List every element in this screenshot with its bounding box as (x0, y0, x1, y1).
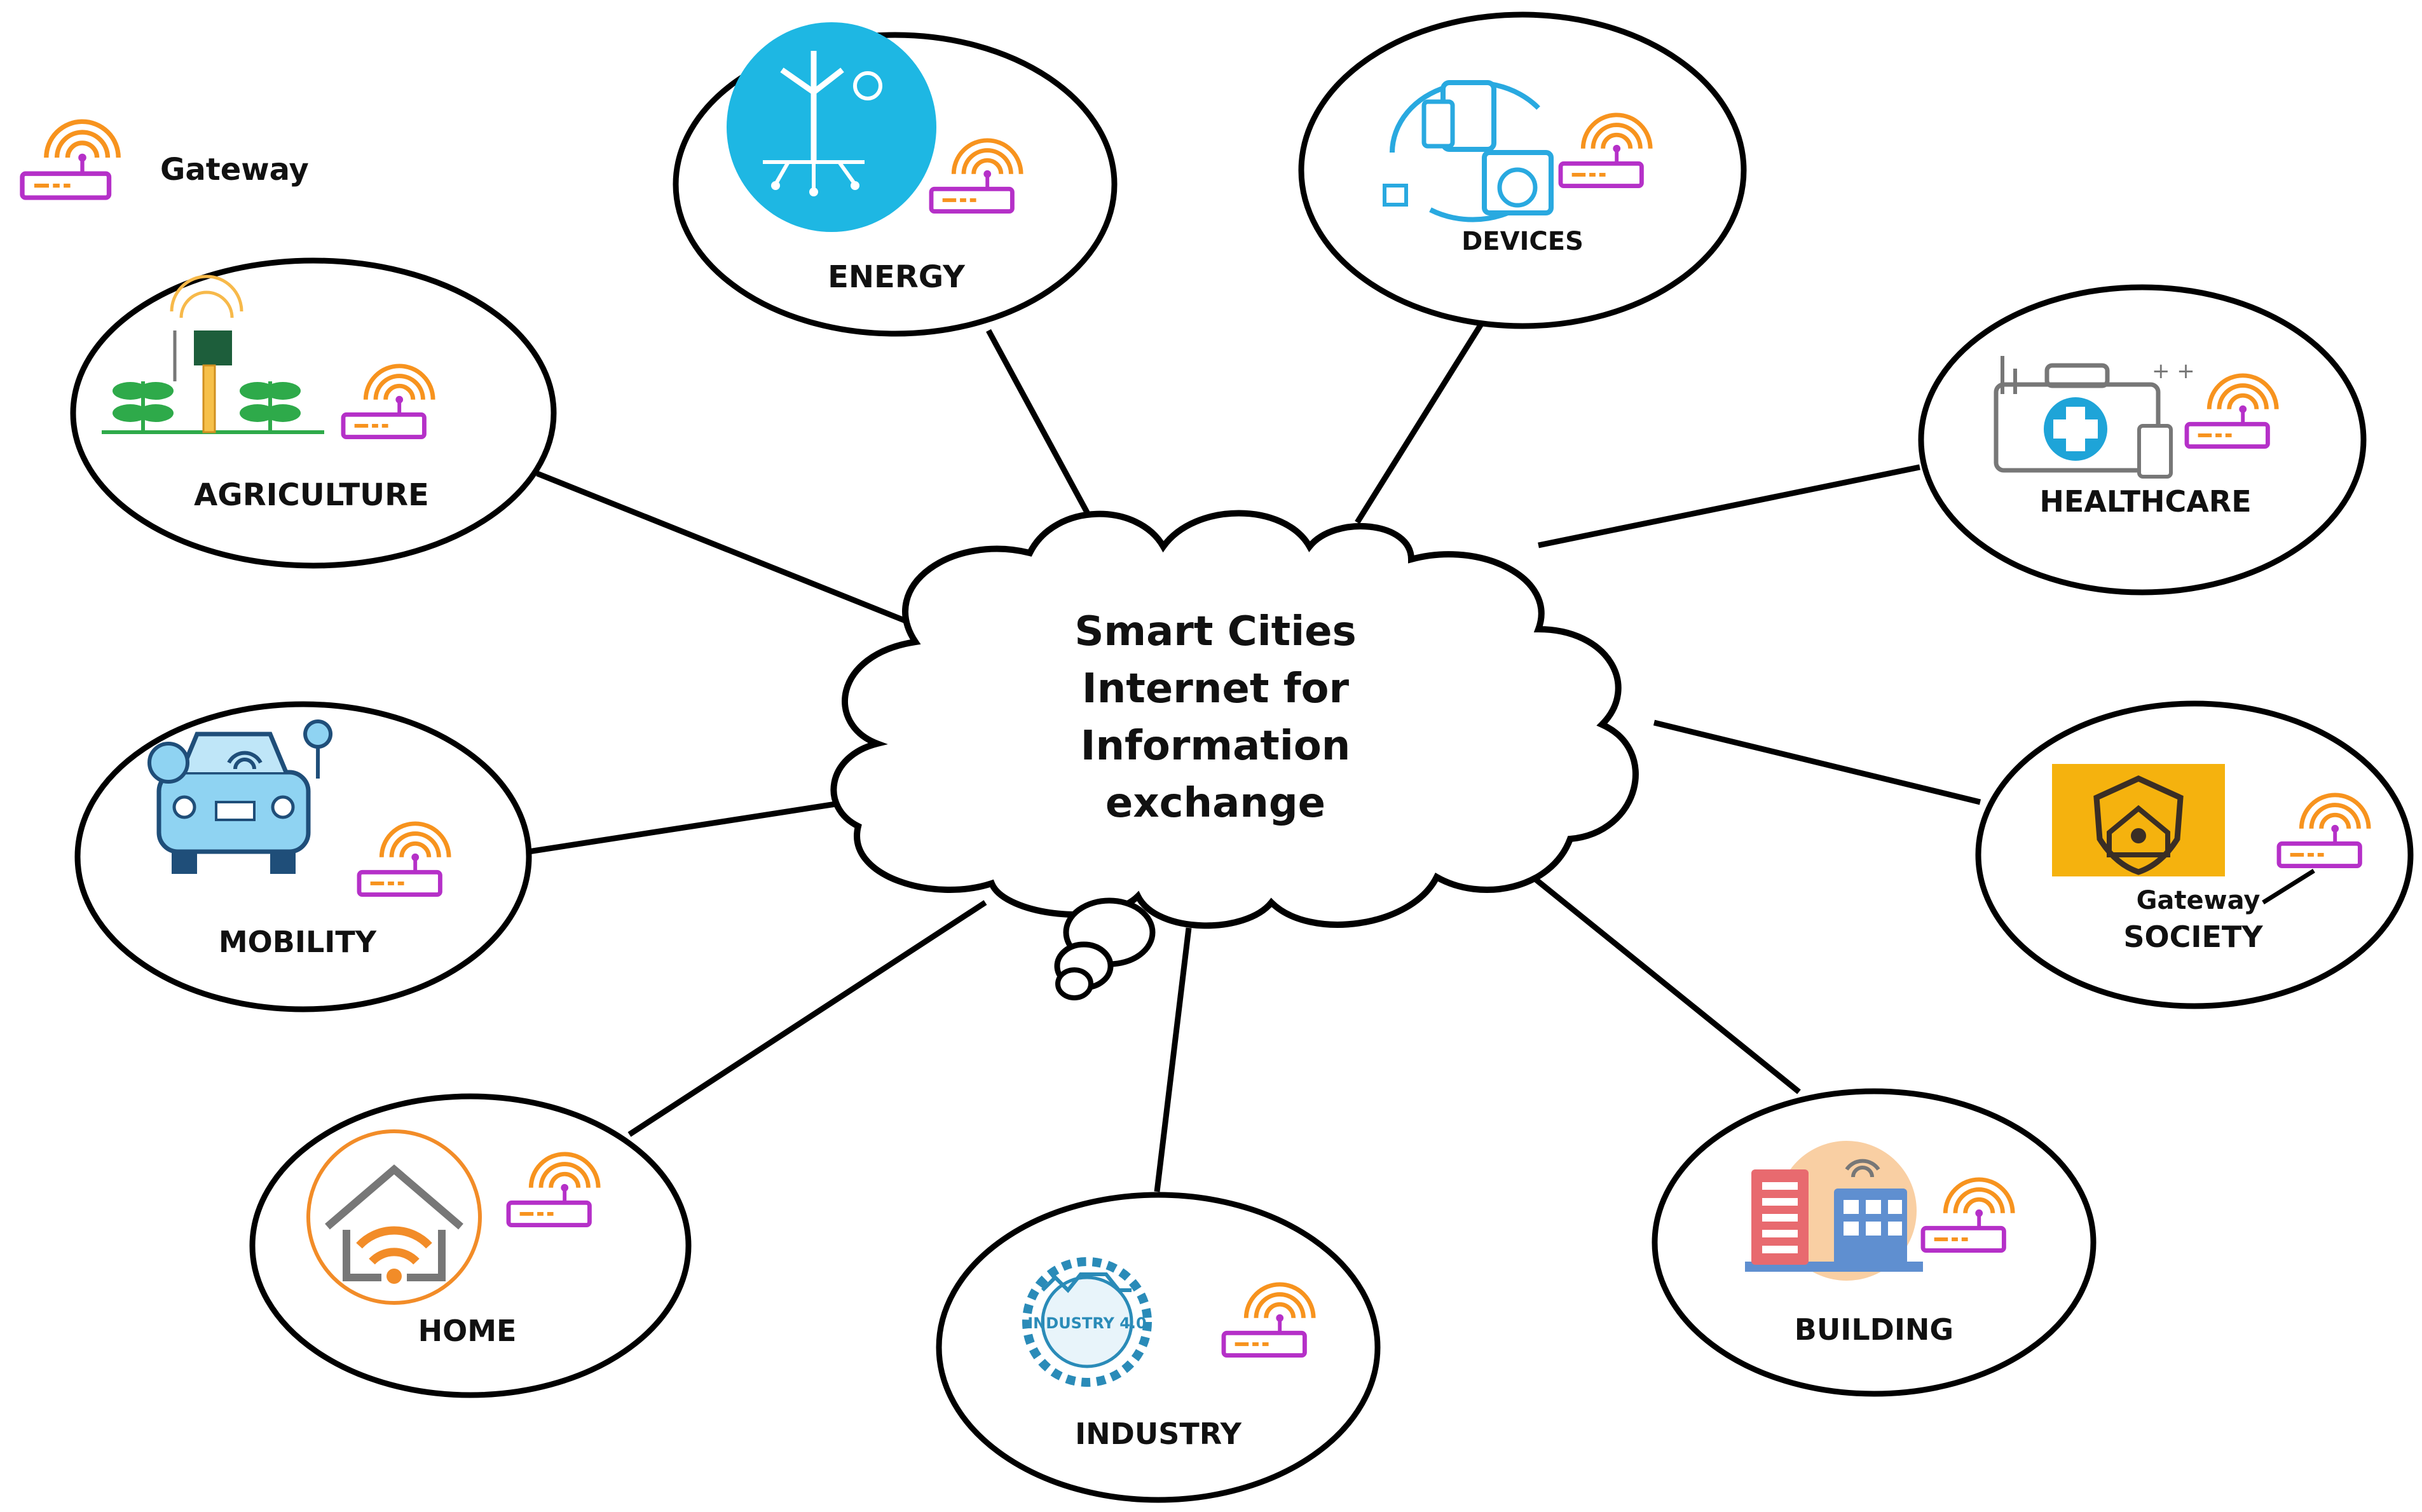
node-devices: DEVICES (1298, 11, 1747, 329)
devices-label: DEVICES (1461, 227, 1584, 256)
smart-devices-icon (1383, 80, 1554, 222)
society-label: SOCIETY (2123, 920, 2263, 954)
industry-badge: INDUSTRY 4.0 (1027, 1314, 1147, 1332)
cloud-shape (830, 510, 1639, 929)
agriculture-label: AGRICULTURE (194, 477, 429, 513)
node-industry: INDUSTRY 4.0 INDUSTRY (936, 1192, 1381, 1503)
connector-mobility (516, 801, 837, 857)
medical-kit-icon: + + (1994, 356, 2195, 479)
connector-healthcare (1538, 464, 1920, 548)
node-society: Gateway SOCIETY (1975, 700, 2414, 1009)
connector-building (1527, 871, 1801, 1094)
thought-bubble-small (1055, 967, 1093, 1000)
shield-home-icon (2052, 764, 2225, 876)
legend: Gateway (22, 121, 309, 198)
building-label: BUILDING (1795, 1312, 1953, 1347)
healthcare-label: HEALTHCARE (2039, 484, 2251, 519)
center-line-1: Smart Cities (1074, 608, 1356, 655)
node-mobility: MOBILITY (74, 701, 532, 1012)
node-healthcare: + + HEALTHCARE (1918, 284, 2367, 596)
connected-car-icon (147, 719, 332, 874)
mobility-label: MOBILITY (219, 925, 377, 959)
connector-home (627, 900, 987, 1137)
center-line-2: Internet for (1082, 665, 1350, 712)
energy-label: ENERGY (828, 259, 966, 295)
connectors (516, 322, 1981, 1192)
connector-industry (1154, 927, 1192, 1192)
home-label: HOME (418, 1314, 517, 1348)
smart-building-icon (1745, 1141, 1923, 1281)
wind-turbine-icon (727, 22, 936, 232)
society-gateway-caption: Gateway (2137, 886, 2261, 915)
center-line-3: Information (1081, 723, 1351, 770)
industry-gear-icon: INDUSTRY 4.0 (1022, 1257, 1152, 1387)
node-home: HOME (249, 1093, 692, 1398)
connector-society (1653, 719, 1981, 805)
legend-label: Gateway (160, 152, 309, 187)
svg-text:+ +: + + (2152, 358, 2195, 384)
central-cloud: Smart Cities Internet for Information ex… (830, 510, 1639, 1000)
node-building: BUILDING (1652, 1088, 2097, 1397)
connector-devices (1355, 322, 1484, 524)
connector-agriculture (536, 470, 920, 629)
gateway-pointer (2262, 869, 2315, 904)
industry-label: INDUSTRY (1075, 1417, 1242, 1451)
gateway-icon (22, 121, 118, 198)
node-agriculture: AGRICULTURE (70, 257, 557, 569)
node-energy: ENERGY (673, 22, 1118, 337)
smart-home-icon (306, 1129, 482, 1305)
plant-sensor-icon (102, 275, 324, 434)
center-line-4: exchange (1105, 780, 1325, 827)
